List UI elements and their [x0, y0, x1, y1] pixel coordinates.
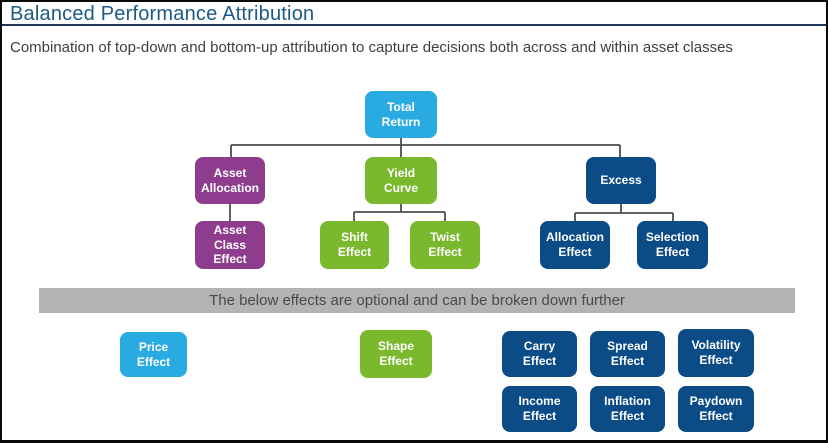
node-spread-effect: Spread Effect	[590, 331, 665, 377]
page-subtitle: Combination of top-down and bottom-up at…	[10, 39, 733, 56]
node-income-effect: Income Effect	[502, 386, 577, 432]
node-excess: Excess	[586, 157, 656, 204]
node-selection-effect: Selection Effect	[637, 221, 708, 269]
node-shift-effect: Shift Effect	[320, 221, 389, 269]
node-volatility-effect: Volatility Effect	[678, 329, 754, 377]
node-inflation-effect: Inflation Effect	[590, 386, 665, 432]
optional-effects-banner: The below effects are optional and can b…	[39, 288, 795, 313]
node-allocation-effect: Allocation Effect	[540, 221, 610, 269]
title-divider	[2, 24, 826, 26]
node-yield-curve: Yield Curve	[365, 157, 437, 204]
node-carry-effect: Carry Effect	[502, 331, 577, 377]
node-asset-class-effect: Asset Class Effect	[195, 221, 265, 269]
node-shape-effect: Shape Effect	[360, 330, 432, 378]
node-twist-effect: Twist Effect	[410, 221, 480, 269]
node-price-effect: Price Effect	[120, 332, 187, 377]
page-title: Balanced Performance Attribution	[10, 3, 315, 25]
node-total-return: Total Return	[365, 91, 437, 138]
node-asset-allocation: Asset Allocation	[195, 157, 265, 204]
node-paydown-effect: Paydown Effect	[678, 386, 754, 432]
